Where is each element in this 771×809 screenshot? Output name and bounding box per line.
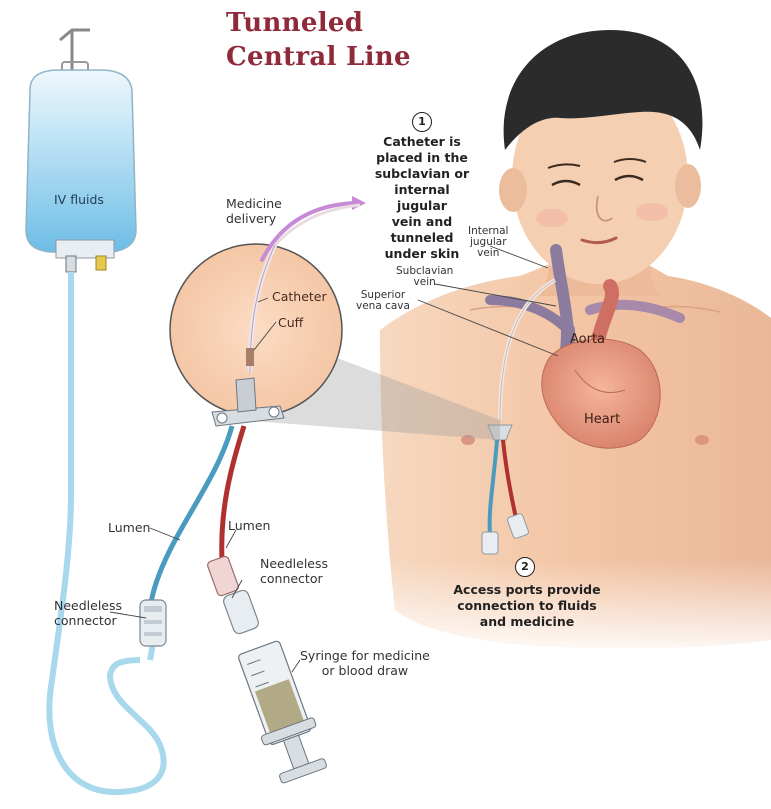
medicine-delivery-line-2: delivery: [226, 211, 282, 226]
zoom-inset: [170, 244, 342, 416]
callout-1-line-1: Catheter is: [372, 134, 472, 150]
chest-port-left: [482, 532, 498, 554]
needleless-right-line-2: connector: [260, 571, 328, 586]
heart-label: Heart: [584, 412, 620, 427]
lumen-left-label: Lumen: [108, 520, 150, 535]
callout-1-line-2: placed in the: [372, 150, 472, 166]
iv-bag-port: [56, 240, 114, 258]
callout-2-line-3: and medicine: [452, 614, 602, 630]
lumen-right-label: Lumen: [228, 518, 270, 533]
callout-1-line-3: subclavian or: [372, 166, 472, 182]
needleless-connector-left-label: Needleless connector: [54, 598, 122, 628]
callout-1-number: 1: [412, 112, 432, 132]
left-connector: [140, 600, 166, 646]
superior-vena-cava-label: Superior vena cava: [356, 290, 410, 312]
right-ear: [675, 164, 701, 208]
needleless-left-line-1: Needleless: [54, 598, 122, 613]
left-ear: [499, 168, 527, 212]
title-line-2: Central Line: [226, 42, 411, 72]
zoom-circle: [170, 244, 342, 416]
callout-1-line-5: vein and tunneled: [372, 214, 472, 246]
syringe-label: Syringe for medicine or blood draw: [300, 648, 430, 678]
iv-bag-outlet: [66, 256, 76, 272]
internal-jugular-line-3: vein: [468, 248, 508, 259]
superior-vena-cava-line-2: vena cava: [356, 301, 410, 312]
catheter-label: Catheter: [272, 289, 327, 304]
aorta-label: Aorta: [570, 332, 605, 347]
callout-1-text: Catheter is placed in the subclavian or …: [372, 134, 472, 262]
callout-2-text: Access ports provide connection to fluid…: [452, 582, 602, 630]
medicine-delivery-label: Medicine delivery: [226, 196, 282, 226]
iv-bag-body: [26, 70, 136, 252]
needleless-connector-right-label: Needleless connector: [260, 556, 328, 586]
internal-jugular-vein-label: Internal jugular vein: [468, 226, 508, 259]
right-nipple: [695, 435, 709, 445]
iv-fluids-label: IV fluids: [54, 192, 104, 207]
callout-2-line-2: connection to fluids: [452, 598, 602, 614]
iv-bag: [26, 30, 136, 272]
needleless-right-line-1: Needleless: [260, 556, 328, 571]
right-cheek: [636, 203, 668, 221]
callout-1-line-6: under skin: [372, 246, 472, 262]
inset-cuff: [246, 348, 254, 366]
callout-1-line-4: internal jugular: [372, 182, 472, 214]
callout-2-line-1: Access ports provide: [452, 582, 602, 598]
left-cheek: [536, 209, 568, 227]
medicine-arrowhead: [352, 196, 366, 210]
subclavian-vein-label: Subclavian vein: [396, 266, 453, 288]
syringe-line-2: or blood draw: [300, 663, 430, 678]
iv-bag-injection-port: [96, 256, 106, 270]
cuff-label: Cuff: [278, 315, 303, 330]
subclavian-line-2: vein: [396, 277, 453, 288]
needleless-left-line-2: connector: [54, 613, 122, 628]
callout-2-number: 2: [515, 557, 535, 577]
title-line-1: Tunneled: [226, 8, 363, 38]
syringe-line-1: Syringe for medicine: [300, 648, 430, 663]
medicine-delivery-line-1: Medicine: [226, 196, 282, 211]
